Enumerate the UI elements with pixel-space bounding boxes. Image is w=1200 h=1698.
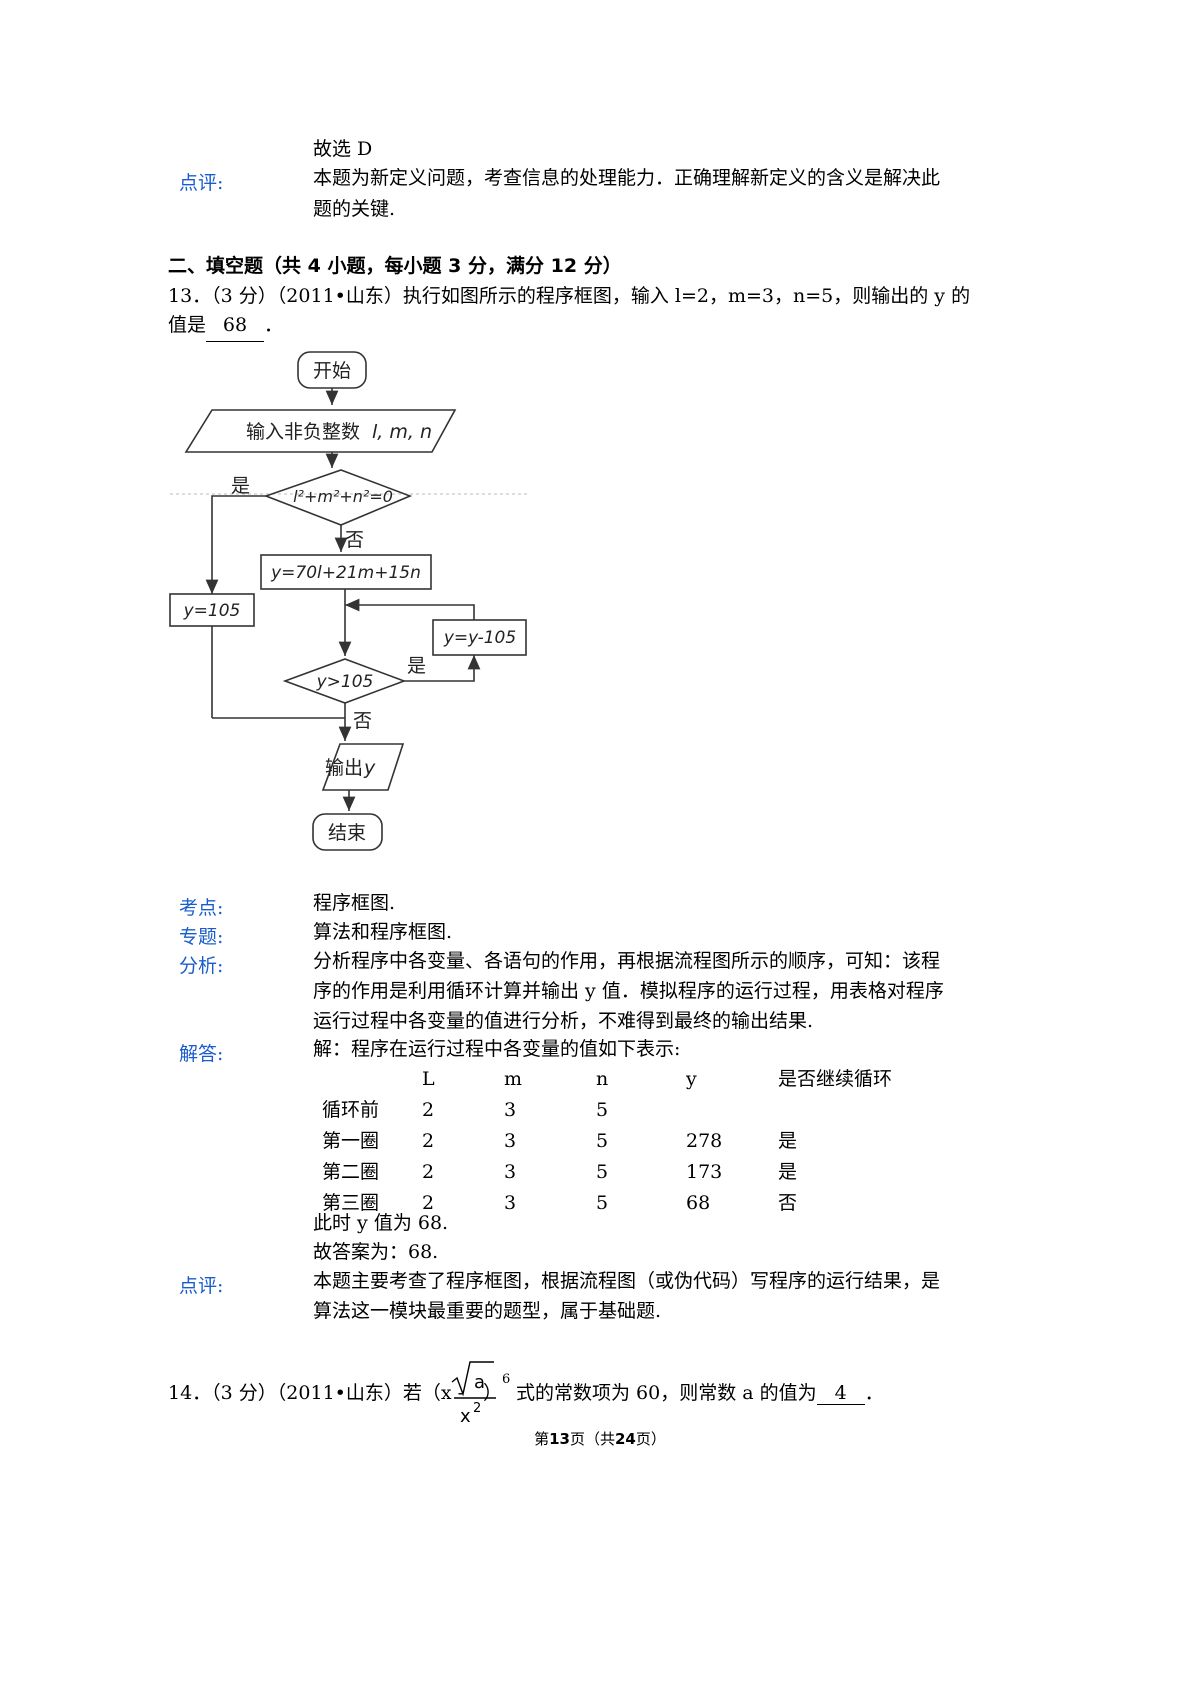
flow-minus105-label: y=y-105 (443, 628, 516, 648)
flow-input-vars: l, m, n (372, 421, 432, 443)
flow-cond1-label: l²+m²+n²=0 (293, 487, 393, 506)
jieda-end-1: 此时 y 值为 68. (313, 1212, 449, 1234)
table-header-row: L m n y 是否继续循环 (422, 1068, 893, 1090)
kaodian-label: 考点: (179, 897, 224, 919)
jieda-label: 解答: (179, 1043, 224, 1065)
q14-close-paren: ） (483, 1382, 503, 1404)
flow-output-var: y (363, 757, 376, 779)
flow-cond2-label: y>105 (316, 672, 374, 692)
flow-output-label: 输出 (325, 757, 363, 779)
prev-review-label: 点评: (179, 172, 224, 194)
q14-stem: 14．（3 分）（2011•山东）若（x - (168, 1382, 465, 1404)
kaodian-text: 程序框图. (313, 892, 396, 914)
flow-no2-label: 否 (353, 710, 372, 732)
flow-start-label: 开始 (313, 360, 351, 382)
flow-calc-label: y=70l+21m+15n (270, 563, 421, 583)
zhuanti-text: 算法和程序框图. (313, 921, 453, 943)
flow-calc-box (260, 554, 432, 590)
fenxi-line-3: 运行过程中各变量的值进行分析，不难得到最终的输出结果. (313, 1010, 814, 1032)
flowchart: 开始 输入非负整数 l, m, n l²+m²+n²=0 是 否 y=70l+2… (169, 351, 527, 851)
q14-answer-blank: 4 (816, 1382, 865, 1405)
jieda-intro: 解：程序在运行过程中各变量的值如下表示: (313, 1038, 681, 1060)
prev-review-line-1: 本题为新定义问题，考查信息的处理能力．正确理解新定义的含义是解决此 (313, 167, 941, 189)
dianping-line-2: 算法这一模块最重要的题型，属于基础题. (313, 1300, 662, 1322)
q14-exponent: 6 (502, 1372, 511, 1387)
q13-answer-blank: 68 (206, 310, 265, 342)
flow-input-label: 输入非负整数 (246, 421, 360, 443)
fenxi-line-1: 分析程序中各变量、各语句的作用，再根据流程图所示的顺序，可知：该程 (313, 950, 941, 972)
prev-conclusion: 故选 D (313, 138, 373, 160)
dianping-line-1: 本题主要考查了程序框图，根据流程图（或伪代码）写程序的运行结果，是 (313, 1270, 941, 1292)
flow-end-label: 结束 (328, 822, 366, 844)
prev-review-line-2: 题的关键. (313, 198, 396, 220)
flow-yes2-label: 是 (407, 655, 426, 677)
zhuanti-label: 专题: (179, 926, 224, 948)
flow-input-box (184, 409, 457, 453)
svg-text:2: 2 (473, 1401, 481, 1416)
flow-output-box (321, 743, 405, 791)
q14-fraction: a x 2 (451, 1361, 496, 1427)
flow-no1-label: 否 (345, 529, 364, 551)
page-footer: 第13页（共24页） (534, 1430, 666, 1448)
flow-yes1-label: 是 (231, 475, 250, 497)
flow-assign105-label: y=105 (183, 601, 241, 621)
dianping-label: 点评: (179, 1275, 224, 1297)
section-heading: 二、填空题（共 4 小题，每小题 3 分，满分 12 分） (168, 255, 622, 277)
jieda-end-2: 故答案为：68. (313, 1241, 439, 1263)
flow-end-box (312, 813, 383, 851)
q13-stem-line-1: 13．（3 分）（2011•山东）执行如图所示的程序框图，输入 l=2，m=3，… (168, 285, 971, 307)
svg-text:x: x (460, 1406, 471, 1427)
svg-text:a: a (474, 1372, 485, 1393)
fenxi-line-2: 序的作用是利用循环计算并输出 y 值．模拟程序的运行过程，用表格对程序 (313, 980, 944, 1002)
fenxi-label: 分析: (179, 955, 224, 977)
